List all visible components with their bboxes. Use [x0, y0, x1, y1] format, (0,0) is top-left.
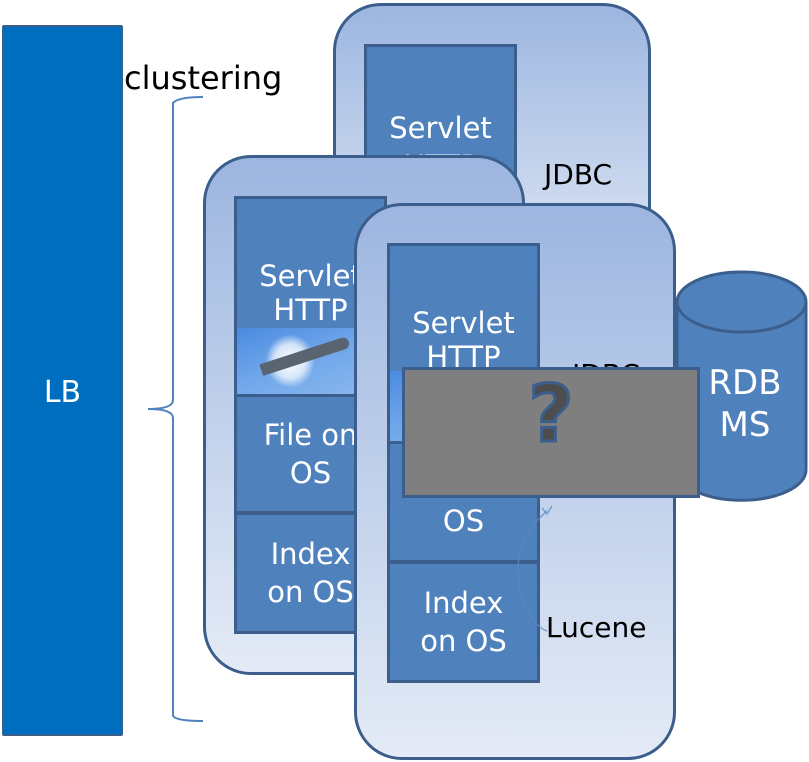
block-label: Index on OS	[267, 537, 354, 609]
rdbms-label-line1: RDB	[708, 363, 782, 403]
block-label: Servlet HTTP	[259, 259, 362, 327]
cluster-brace	[147, 96, 204, 722]
flow-arrow	[517, 505, 553, 632]
rdbms-database	[675, 270, 808, 502]
unknown-component-overlay: ?	[402, 367, 700, 498]
clustering-label: clustering	[124, 59, 283, 97]
rdbms-label-line2: MS	[719, 405, 771, 445]
index-on-os-block: Index on OS	[387, 561, 540, 683]
load-balancer-label: LB	[43, 375, 82, 410]
lucene-label: Lucene	[546, 611, 647, 644]
jdbc-label: JDBC	[544, 158, 613, 191]
question-mark-icon: ?	[527, 370, 575, 460]
block-label: File on OS	[263, 418, 358, 490]
block-label: OS	[442, 504, 485, 538]
load-balancer: LB	[2, 25, 123, 736]
block-label: Servlet HTTP	[412, 306, 515, 374]
rdbms-label: RDB MS	[690, 362, 800, 446]
block-label: Index on OS	[420, 586, 507, 658]
